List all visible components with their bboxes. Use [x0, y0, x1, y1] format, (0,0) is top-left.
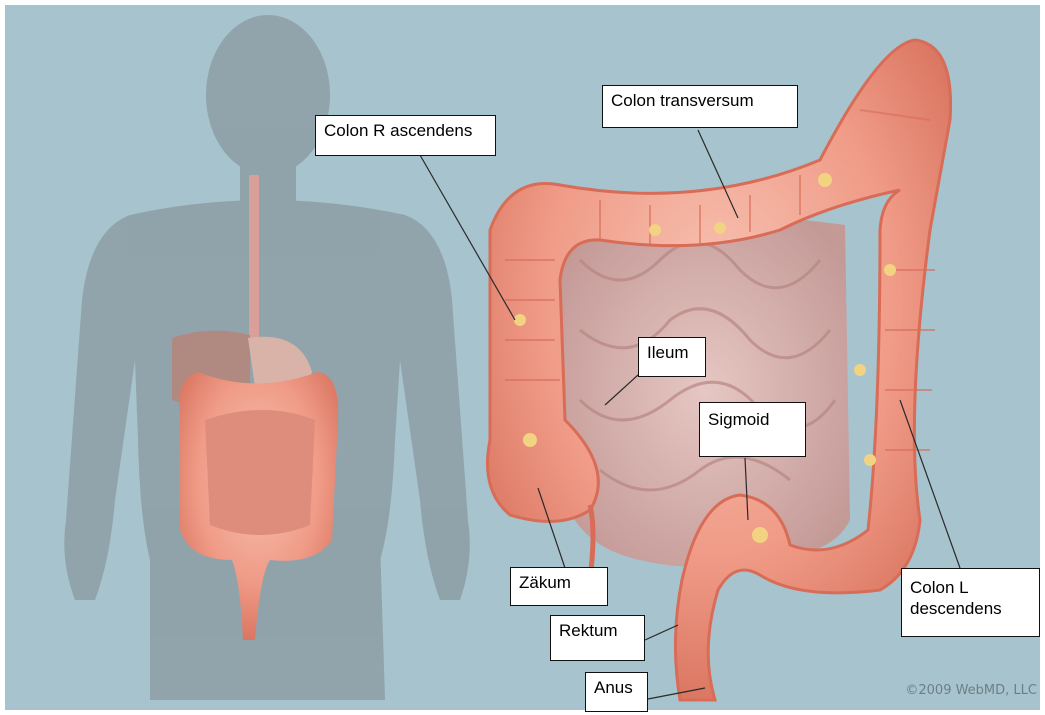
label-colon-l-descendens: Colon L descendens [901, 568, 1040, 637]
label-rektum: Rektum [550, 615, 645, 661]
copyright-notice: ©2009 WebMD, LLC [905, 683, 1037, 698]
small-bowel [205, 410, 315, 535]
label-colon-transversum: Colon transversum [602, 85, 798, 128]
esophagus [249, 175, 259, 345]
small-intestine [560, 215, 850, 566]
label-sigmoid: Sigmoid [699, 402, 806, 457]
label-ileum: Ileum [638, 337, 706, 377]
label-anus: Anus [585, 672, 648, 712]
label-zaekum: Zäkum [510, 567, 608, 606]
label-colon-r-ascendens: Colon R ascendens [315, 115, 496, 156]
